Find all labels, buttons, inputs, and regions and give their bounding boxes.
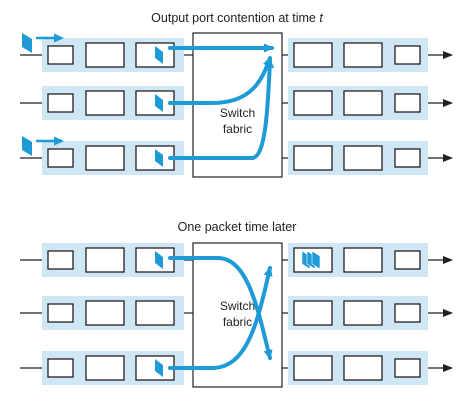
panel-title: One packet time later <box>178 220 297 234</box>
input-queue-box <box>47 303 74 323</box>
output-queue-box <box>293 145 333 171</box>
output-queue-box <box>343 90 383 116</box>
output-queue-box <box>343 355 383 381</box>
port-rows <box>20 33 453 175</box>
packet-icon <box>311 250 321 270</box>
flow-arrows <box>168 43 275 160</box>
output-queue-box <box>394 148 421 168</box>
output-queue-box <box>293 300 333 326</box>
input-queue-box <box>47 250 74 270</box>
output-queue-box <box>394 358 421 378</box>
output-queue-box <box>343 247 383 273</box>
packet-icon <box>155 94 163 112</box>
port-row <box>20 33 453 72</box>
input-queue-box <box>85 355 125 381</box>
input-queue-box <box>135 300 175 326</box>
input-queue-box <box>47 358 74 378</box>
output-queue-box <box>293 42 333 68</box>
input-queue-box <box>85 247 125 273</box>
packet-icon <box>155 149 163 167</box>
input-queue-box <box>85 300 125 326</box>
input-queue-box <box>47 148 74 168</box>
packet-icon <box>155 46 163 64</box>
flow-arrow-port3 <box>168 266 273 370</box>
input-queue-box <box>85 42 125 68</box>
output-queue-box <box>293 355 333 381</box>
output-queue-box <box>394 303 421 323</box>
output-queue-box <box>343 300 383 326</box>
arriving-packet-icon <box>22 33 32 53</box>
input-queue-box <box>47 93 74 113</box>
output-queue-box <box>343 42 383 68</box>
packet-icon <box>155 359 163 377</box>
output-queue-box <box>394 250 421 270</box>
input-queue-box <box>85 90 125 116</box>
arriving-packet-icon <box>22 136 32 156</box>
port-row <box>20 351 453 385</box>
input-queue-box <box>47 45 74 65</box>
flow-arrows <box>168 256 273 370</box>
output-queue-box <box>394 93 421 113</box>
panel-title: Output port contention at time t <box>151 11 323 25</box>
port-row <box>20 243 453 277</box>
port-row <box>20 86 453 120</box>
flow-arrow-port3 <box>168 58 275 160</box>
port-row <box>20 296 453 330</box>
output-queue-box <box>293 90 333 116</box>
input-queue-box <box>85 145 125 171</box>
port-row <box>20 136 453 175</box>
packet-icon <box>155 251 163 269</box>
flow-arrow-port1 <box>168 256 273 360</box>
output-queue-box <box>343 145 383 171</box>
output-queue-box <box>394 45 421 65</box>
port-rows <box>20 243 453 385</box>
